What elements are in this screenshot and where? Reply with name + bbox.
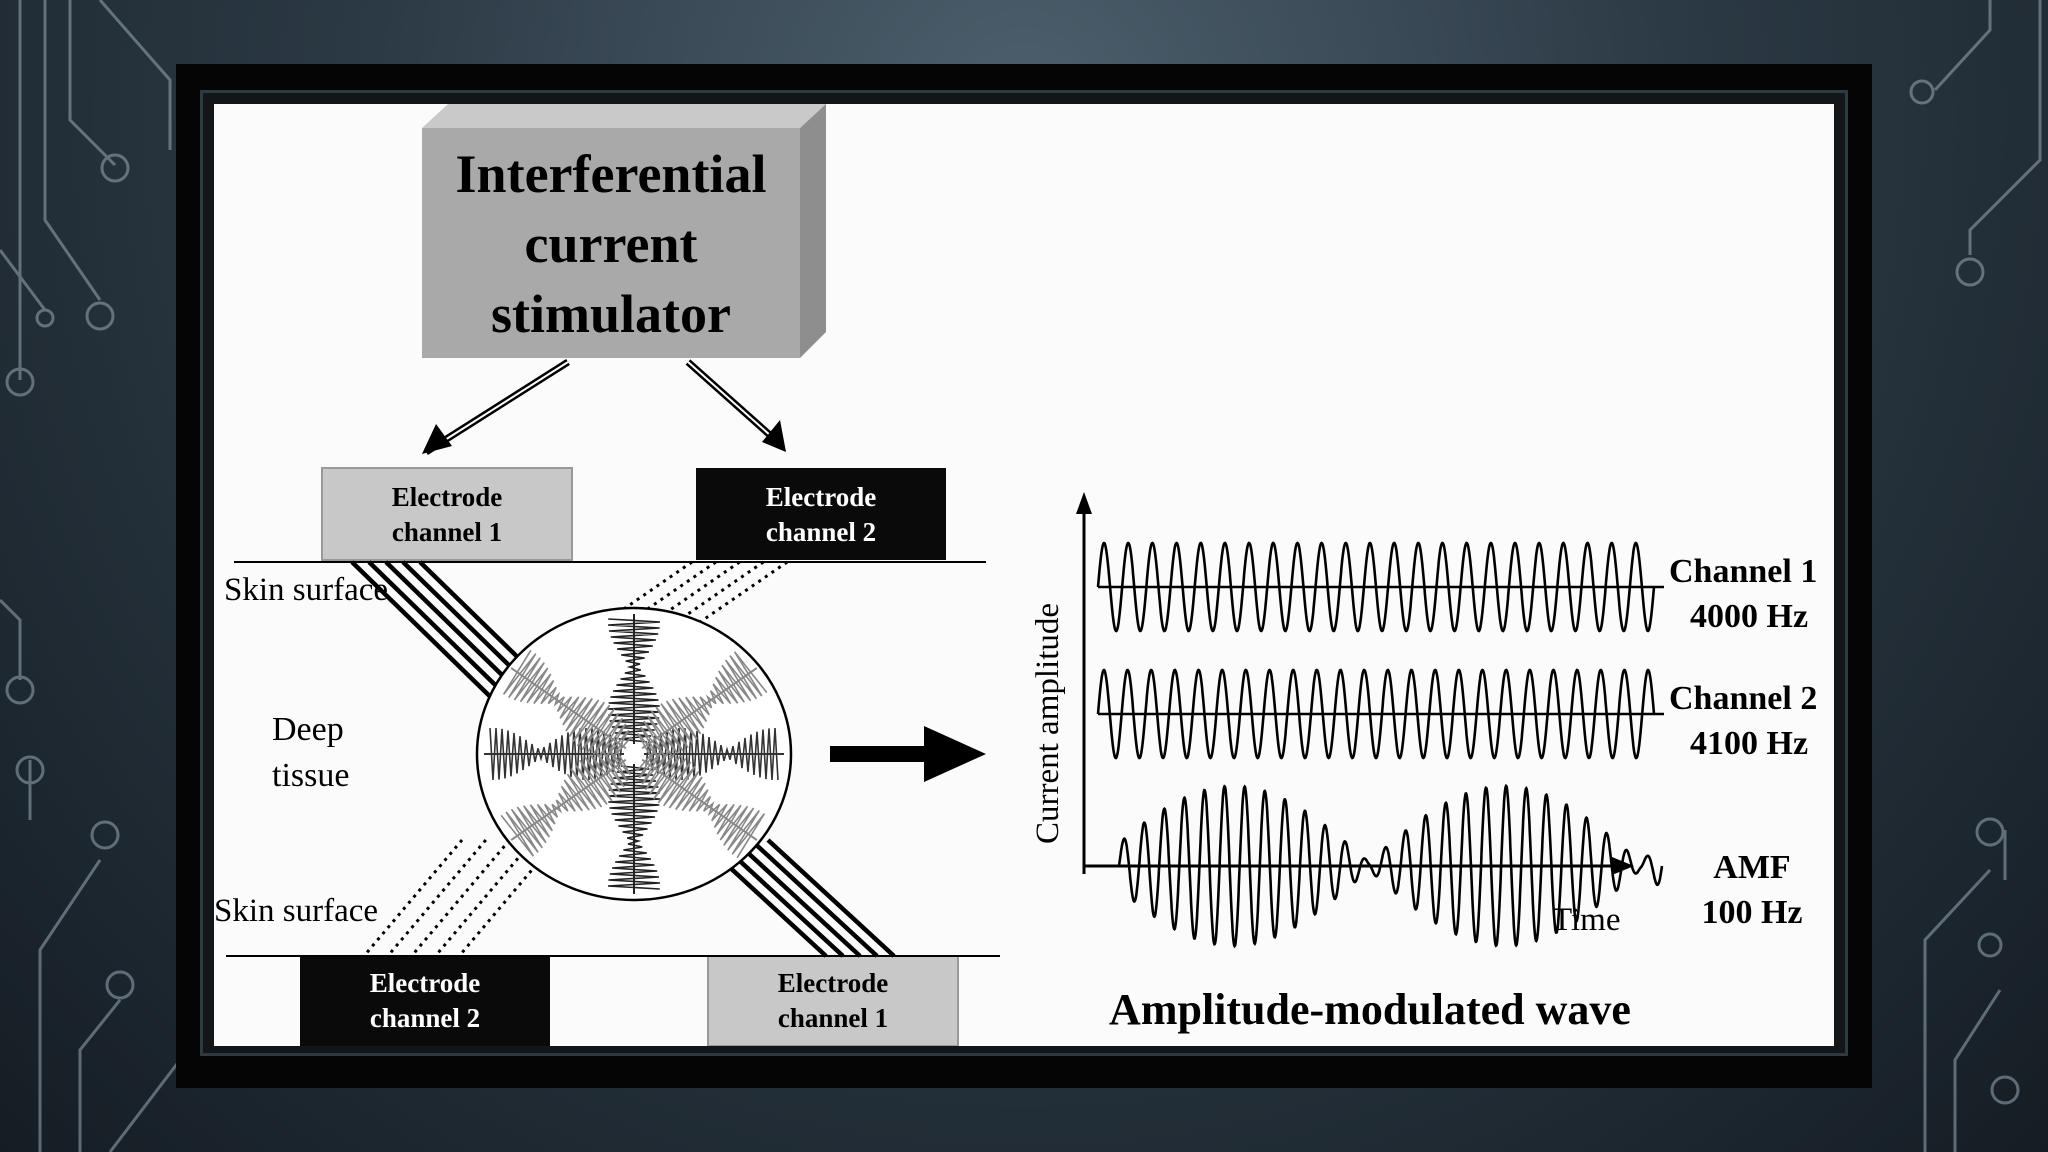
interference-arm	[607, 618, 661, 743]
electrode-top-left-label-1: Electrode	[392, 482, 502, 512]
current-line-ch2-bottom	[362, 839, 464, 957]
amf-wave	[1117, 783, 1664, 949]
stimulator-label-3: stimulator	[491, 284, 731, 344]
channel1-name: Channel 1	[1669, 553, 1817, 590]
interference-arm	[637, 651, 768, 758]
current-line-ch2-top	[638, 560, 789, 666]
interference-arm	[489, 727, 623, 781]
amf-name: AMF	[1713, 849, 1790, 886]
interference-arm	[635, 750, 766, 859]
current-line-ch1-bottom	[749, 838, 879, 958]
interference-arm	[502, 649, 633, 758]
amf-freq: 100 Hz	[1701, 894, 1802, 931]
diagram-figure: Interferential current stimulator Electr…	[214, 104, 1834, 1046]
interference-arm	[645, 727, 779, 781]
interference-arm	[607, 765, 661, 890]
x-axis-label: Time	[1552, 902, 1620, 938]
electrode-bottom-left-label-2: channel 2	[370, 1003, 480, 1033]
interference-pattern	[484, 614, 784, 894]
electrode-top-right-label-1: Electrode	[766, 482, 876, 512]
channel1-freq: 4000 Hz	[1690, 598, 1808, 635]
figure-caption: Amplitude-modulated wave	[1109, 985, 1631, 1034]
deep-tissue-label-1: Deep	[272, 711, 344, 748]
electrode-bottom-left-label-1: Electrode	[370, 968, 480, 998]
deep-tissue-label-2: tissue	[272, 757, 349, 794]
channel2-freq: 4100 Hz	[1690, 725, 1808, 762]
channel1-wave	[1096, 541, 1656, 633]
electrode-bottom-left: Electrode channel 2	[300, 956, 550, 1046]
skin-surface-bottom-label: Skin surface	[214, 893, 378, 929]
skin-surface-top-label: Skin surface	[224, 572, 388, 608]
y-axis-label: Current amplitude	[1030, 603, 1066, 844]
current-line-ch1-top	[350, 560, 508, 714]
current-line-ch1-bottom	[766, 838, 896, 958]
electrode-top-right-label-2: channel 2	[766, 517, 876, 547]
electrode-bottom-right-label-2: channel 1	[778, 1003, 888, 1033]
current-line-ch2-bottom	[434, 839, 535, 957]
waveform-graph: Current amplitude Time	[1030, 492, 1664, 949]
stimulator-arrows	[422, 359, 786, 455]
electrode-top-left: Electrode channel 1	[321, 467, 573, 561]
electrode-top-left-label-2: channel 1	[392, 517, 502, 547]
stimulator-label-2: current	[525, 214, 698, 274]
current-line-ch1-bottom	[732, 838, 862, 958]
y-axis-arrowhead	[1076, 492, 1092, 514]
stimulator-label-1: Interferential	[456, 144, 767, 204]
current-line-ch2-bottom	[410, 839, 511, 957]
channel2-wave	[1096, 668, 1656, 760]
electrode-bottom-right-label-1: Electrode	[778, 968, 888, 998]
stimulator-box: Interferential current stimulator	[422, 104, 826, 358]
stimulator-side	[800, 104, 826, 358]
electrode-top-right: Electrode channel 2	[696, 468, 946, 560]
current-line-ch2-bottom	[386, 839, 487, 957]
current-line-ch2-top	[614, 560, 765, 666]
channel2-name: Channel 2	[1669, 680, 1817, 717]
deep-tissue-circle	[475, 606, 793, 902]
diagram-canvas: Interferential current stimulator Electr…	[214, 104, 1817, 1046]
interference-arm	[500, 750, 631, 857]
electrode-bottom-right: Electrode channel 1	[707, 955, 959, 1046]
result-arrow	[830, 726, 986, 782]
stimulator-face	[422, 128, 800, 358]
